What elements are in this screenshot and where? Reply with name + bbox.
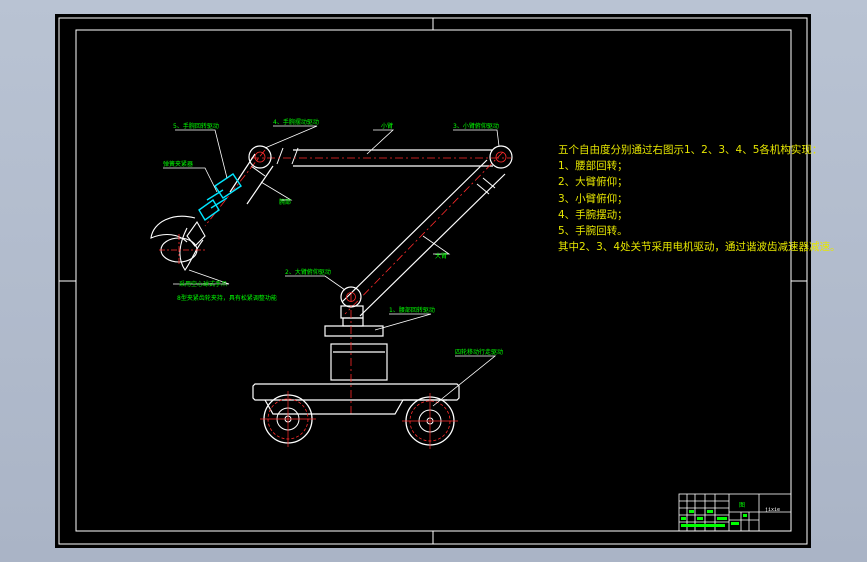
title-block <box>678 493 792 532</box>
label-waist-rotate: 1、腰部回转驱动 <box>389 306 435 314</box>
spec-line: 4、手腕摆动； <box>558 208 628 221</box>
label-big-arm: 大臂 <box>435 252 447 260</box>
joint-wrist-swing <box>248 145 272 169</box>
gripper <box>150 215 206 271</box>
label-forearm: 小臂 <box>381 122 393 130</box>
annotations: 5、手腕回转驱动 4、手腕摆动驱动 小臂 3、小臂俯仰驱动 弹簧夹紧器 腕部 大… <box>163 118 503 356</box>
label-forearm-pitch: 3、小臂俯仰驱动 <box>453 122 499 130</box>
title-block-mark: 图 <box>739 502 745 509</box>
label-wrist-rotate: 5、手腕回转驱动 <box>173 122 219 130</box>
label-big-arm-pitch: 2、大臂俯仰驱动 <box>285 268 331 276</box>
wrist-rotate-unit <box>198 173 242 222</box>
leader-lines <box>163 125 500 407</box>
label-wrist: 腕部 <box>279 198 291 206</box>
label-wrist-swing: 4、手腕摆动驱动 <box>273 118 319 126</box>
label-gripper-note-2: 8型夹紧齿轮夹持，具有松紧调整功能 <box>177 294 277 302</box>
mobile-base <box>252 383 460 415</box>
spec-line: 3、小臂俯仰； <box>558 192 628 205</box>
centering-marks <box>59 18 807 544</box>
outer-frame <box>58 17 808 545</box>
forearm <box>251 147 511 167</box>
label-spring-clamp: 弹簧夹紧器 <box>163 160 193 168</box>
waist-column <box>324 294 388 416</box>
big-arm <box>341 151 506 317</box>
spec-line: 2、大臂俯仰； <box>558 176 628 189</box>
spec-line: 其中2、3、4处关节采用电机驱动，通过谐波齿减速器减速。 <box>558 241 841 254</box>
label-gripper-note-1: 采用空心球式手爪 <box>179 280 227 288</box>
joint-forearm-pitch <box>489 145 513 169</box>
title-block-fills <box>681 510 747 527</box>
spec-line: 5、手腕回转。 <box>558 224 628 237</box>
cad-drawing: 5、手腕回转驱动 4、手腕摆动驱动 小臂 3、小臂俯仰驱动 弹簧夹紧器 腕部 大… <box>58 17 808 545</box>
drawing-sheet: 5、手腕回转驱动 4、手腕摆动驱动 小臂 3、小臂俯仰驱动 弹簧夹紧器 腕部 大… <box>55 14 841 548</box>
wheel-left <box>260 391 316 447</box>
spec-line: 五个自由度分别通过右图示1、2、3、4、5各机构实现： <box>558 144 823 156</box>
wheel-right <box>402 393 458 449</box>
spec-line: 1、腰部回转； <box>558 160 628 173</box>
label-mobile-drive: 四轮移动行走驱动 <box>455 348 503 356</box>
spec-notes: 五个自由度分别通过右图示1、2、3、4、5各机构实现： 1、腰部回转； 2、大臂… <box>558 142 841 255</box>
title-block-code: jixie <box>765 507 780 513</box>
